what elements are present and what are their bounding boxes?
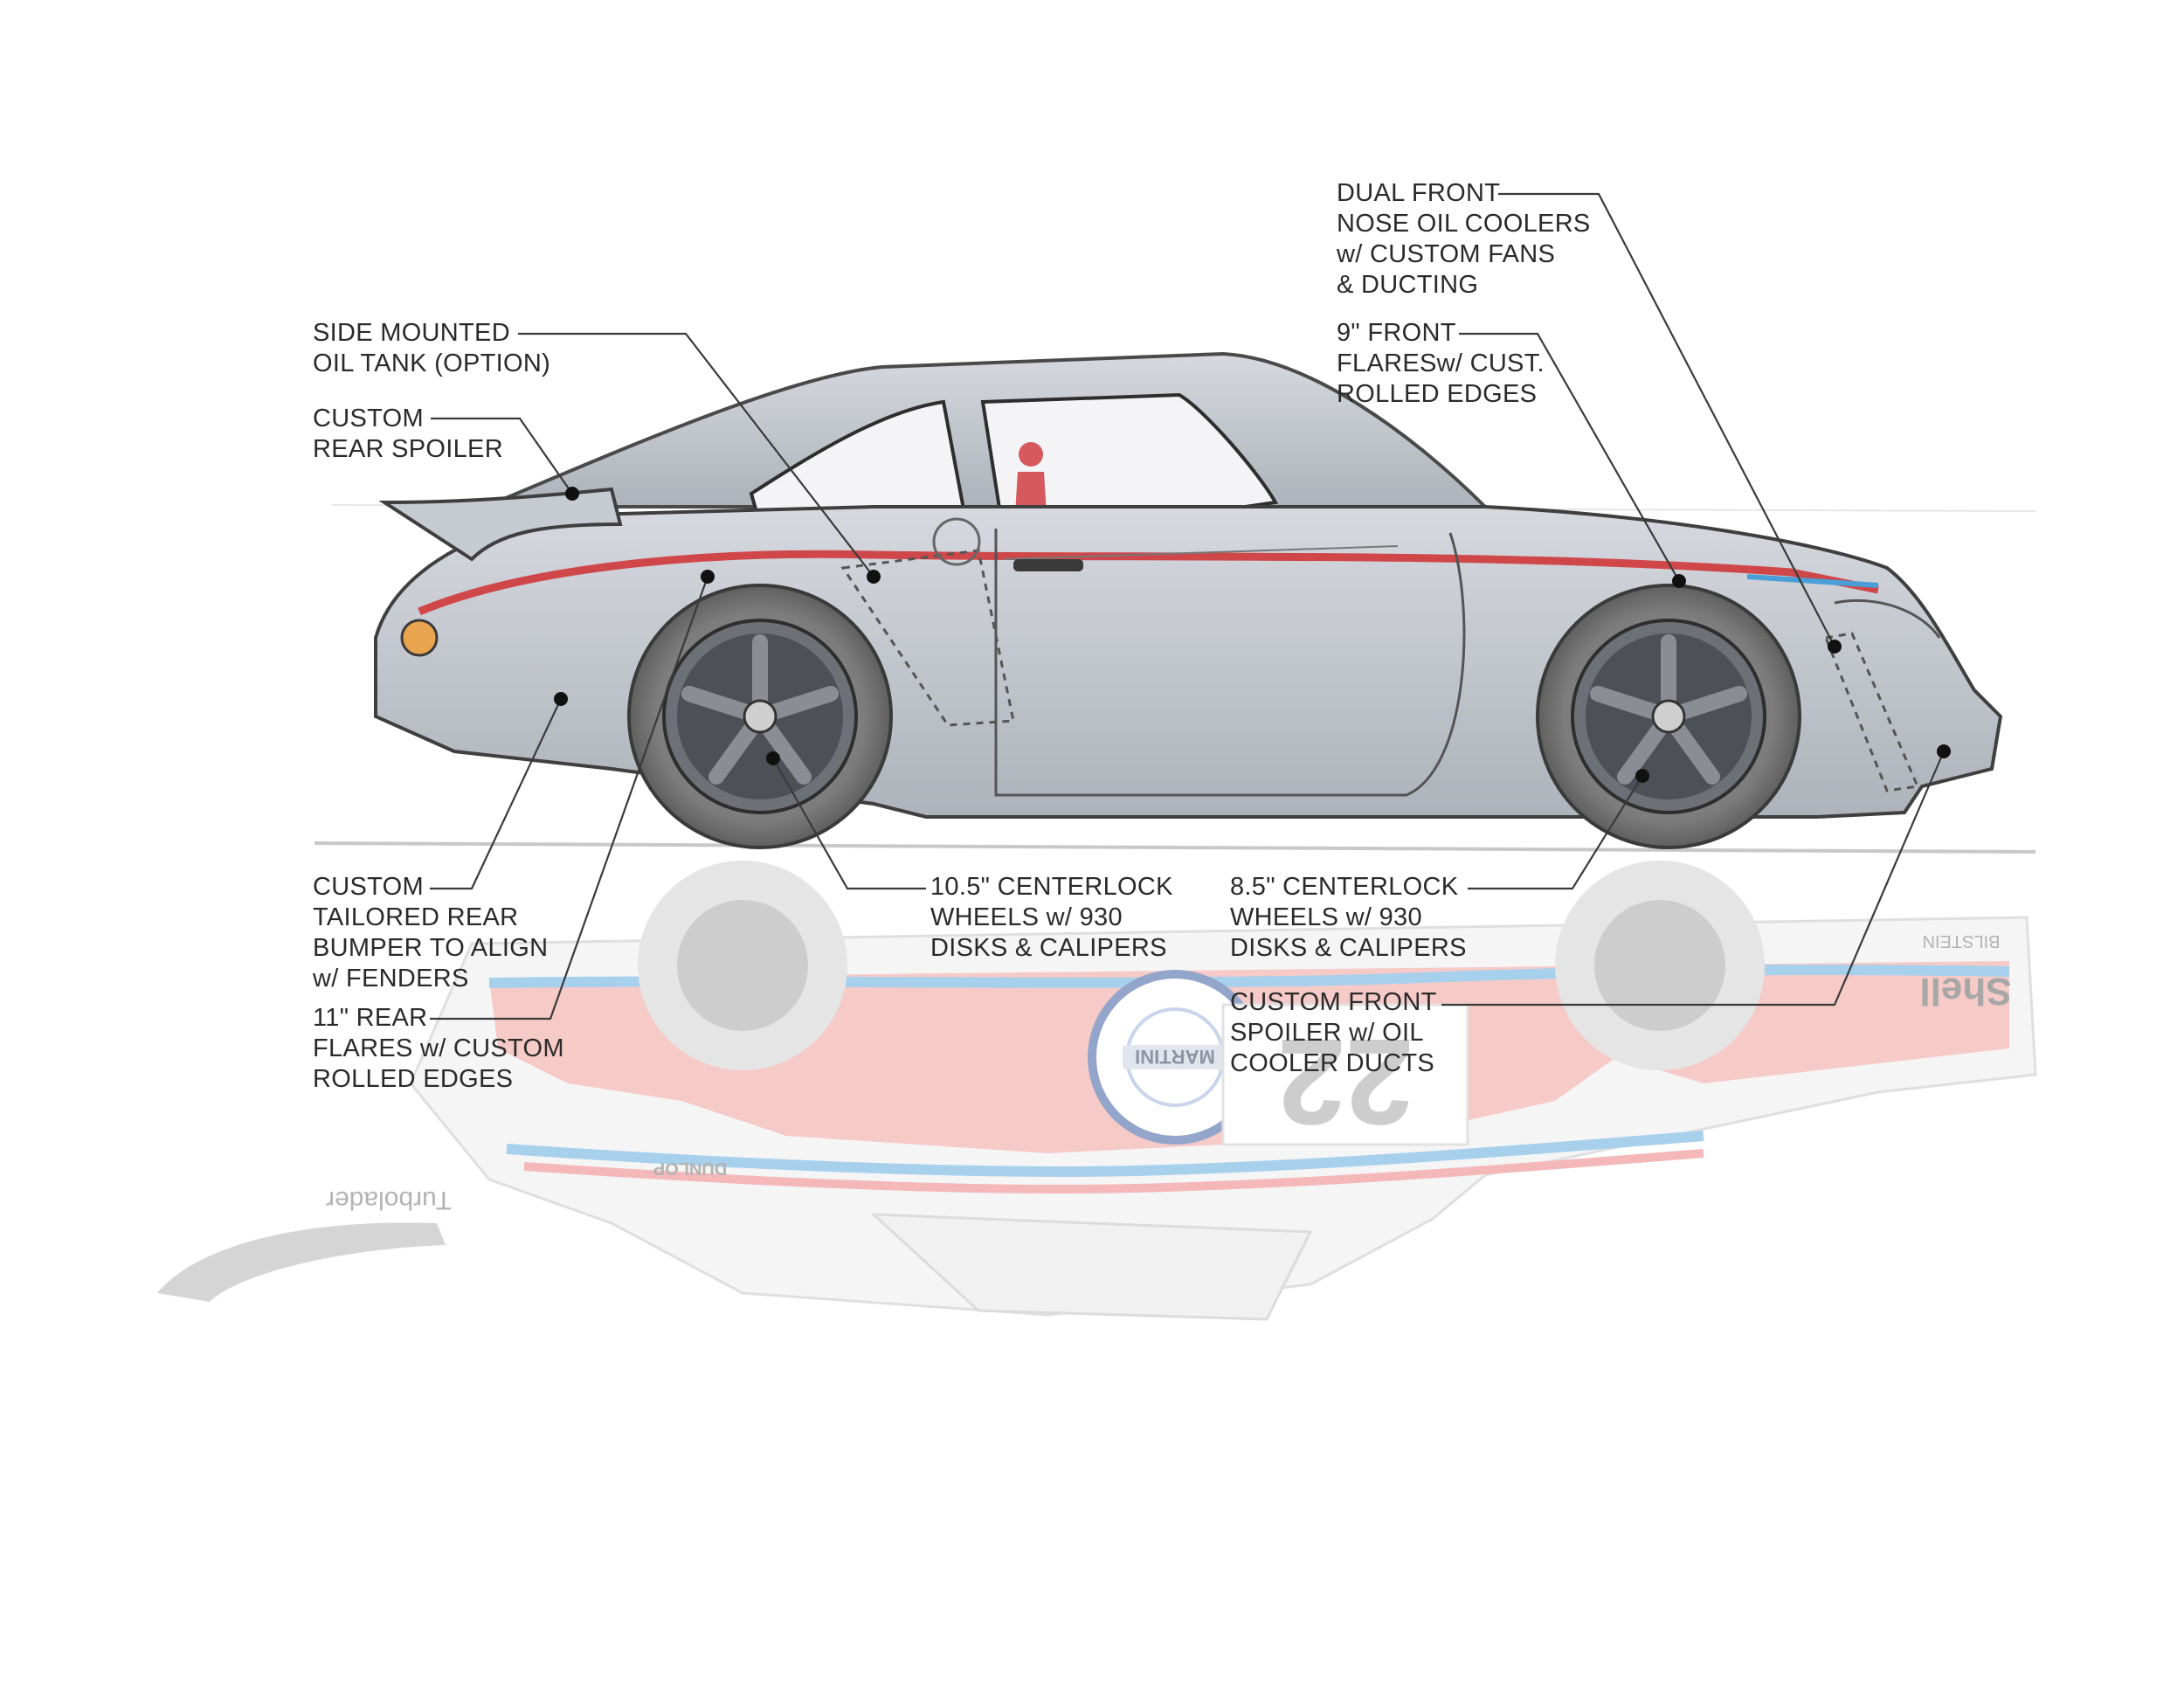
callout-rear-spoiler: CUSTOM REAR SPOILER <box>313 404 503 465</box>
callout-line: WHEELS w/ 930 <box>930 903 1123 931</box>
callout-line: WHEELS w/ 930 <box>1230 903 1422 931</box>
callout-line: CUSTOM <box>313 405 424 432</box>
callout-dot <box>1635 769 1649 783</box>
callout-line: ROLLED EDGES <box>1337 380 1538 408</box>
callout-dot <box>1828 640 1842 654</box>
livery-shell: Shell <box>1919 970 2011 1013</box>
callout-line: DUAL FRONT <box>1337 179 1501 207</box>
rear-wheel <box>627 584 893 849</box>
callout-dot <box>766 751 780 765</box>
callout-line: SPOILER w/ OIL <box>1230 1019 1424 1047</box>
livery-turbolader: Turbolader <box>326 1186 452 1214</box>
callout-line: w/ CUSTOM FANS <box>1337 240 1556 268</box>
callout-line: SIDE MOUNTED <box>313 319 510 347</box>
callout-line: 8.5" CENTERLOCK <box>1230 873 1459 901</box>
callout-line: w/ FENDERS <box>313 965 469 993</box>
callout-dot <box>1672 574 1686 588</box>
leader-lines <box>430 192 1946 1020</box>
callout-line: BUMPER TO ALIGN <box>313 934 549 962</box>
callout-dot <box>867 570 881 584</box>
livery-number: 22 <box>1277 1013 1413 1151</box>
callout-line: 9" FRONT <box>1337 319 1456 347</box>
callout-line: ROLLED EDGES <box>313 1065 514 1093</box>
callout-line: CUSTOM FRONT <box>1230 988 1437 1016</box>
callout-line: 10.5" CENTERLOCK <box>930 873 1173 901</box>
callout-dot <box>554 692 568 706</box>
front-wheel <box>1536 584 1801 849</box>
callout-line: DISKS & CALIPERS <box>1230 934 1467 962</box>
callout-dot <box>701 570 715 584</box>
callout-line: REAR SPOILER <box>313 435 503 463</box>
callout-dot <box>565 487 579 501</box>
callout-line: FLARESw/ CUST. <box>1337 349 1545 377</box>
callout-line: & DUCTING <box>1337 271 1479 299</box>
livery-badge: MARTINI <box>1135 1046 1215 1068</box>
callout-dot <box>1937 744 1951 758</box>
livery-reflection: MARTINI 22 Shell BILSTEIN DUNLOP Turbola… <box>157 861 2037 1321</box>
callout-line: FLARES w/ CUSTOM <box>313 1034 564 1062</box>
callout-line: COOLER DUCTS <box>1230 1049 1435 1077</box>
callout-line: NOSE OIL COOLERS <box>1337 210 1591 238</box>
callout-line: CUSTOM <box>313 873 424 901</box>
callout-line: 11" REAR <box>313 1004 428 1032</box>
livery-bilstein: BILSTEIN <box>1923 931 2001 951</box>
callout-line: OIL TANK (OPTION) <box>313 349 551 377</box>
callout-line: DISKS & CALIPERS <box>930 934 1167 962</box>
livery-dunlop: DUNLOP <box>653 1159 727 1178</box>
callout-line: TAILORED REAR <box>313 903 519 931</box>
leader-dots <box>554 487 1951 783</box>
